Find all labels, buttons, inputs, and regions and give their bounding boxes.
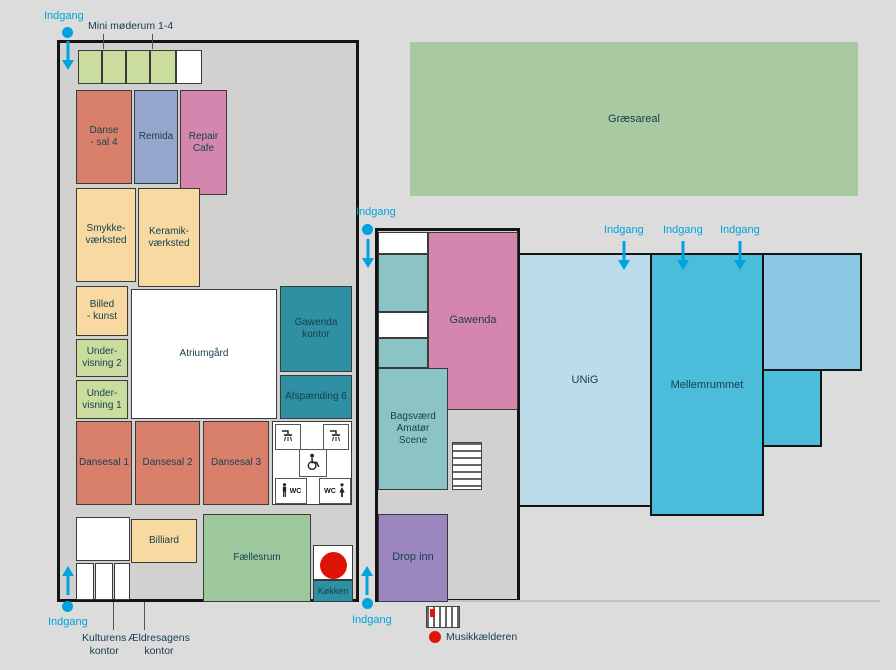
wc-cell-right: WC <box>319 478 351 504</box>
leader-line <box>152 34 153 49</box>
area-graesareal: Græsareal <box>410 42 858 196</box>
room-white-cell-mid <box>378 312 428 338</box>
room-mini-moderum-3 <box>126 50 150 84</box>
person-icon <box>430 609 435 617</box>
leader-line <box>144 602 145 630</box>
room-teal-cell-b <box>378 338 428 368</box>
entrance-arrow-down-icon <box>61 40 75 70</box>
area-graesareal-label: Græsareal <box>608 113 660 125</box>
room-vestibule <box>378 232 428 254</box>
annotation-mini-moderum: Mini møderum 1-4 <box>88 20 174 32</box>
room-unig: UNiG <box>518 253 652 507</box>
entrance-label-east-3: Indgang <box>720 224 760 236</box>
entrance-label-middle: Indgang <box>356 206 396 218</box>
room-teal-cell-a <box>378 254 428 312</box>
entrance-arrow-down-icon <box>733 240 747 270</box>
entrance-label-east-1: Indgang <box>604 224 644 236</box>
room-mini-moderum-1 <box>78 50 102 84</box>
facilities-block: WC WC <box>272 421 352 505</box>
entrance-dot <box>362 224 373 235</box>
room-mellemrummet: Mellemrummet <box>650 253 764 516</box>
entrance-label-top-left: Indgang <box>44 10 84 22</box>
room-drop-inn: Drop inn <box>378 514 448 602</box>
room-dansesal-2: Dansesal 2 <box>135 421 200 505</box>
entrance-dot <box>62 27 73 38</box>
room-koekken: Køkken <box>313 580 353 602</box>
entrance-dot <box>362 598 373 609</box>
shower-icon <box>280 428 296 446</box>
man-icon <box>281 482 288 500</box>
entrance-label-east-2: Indgang <box>663 224 703 236</box>
entrance-arrow-up-icon <box>61 566 75 596</box>
stairs-icon <box>452 442 482 490</box>
room-unig-label: UNiG <box>571 374 599 386</box>
room-smykkevaerksted: Smykke- værksted <box>76 188 136 282</box>
room-billiard: Billiard <box>131 519 197 563</box>
room-mini-moderum-4 <box>150 50 176 84</box>
room-remida: Remida <box>134 90 178 184</box>
you-are-here-marker <box>320 552 347 579</box>
room-mellemrummet-label: Mellemrummet <box>670 378 744 391</box>
wheelchair-cell <box>299 449 327 477</box>
musikkaelderen-marker <box>429 631 441 643</box>
entrance-arrow-down-icon <box>361 238 375 268</box>
room-small-cell-3 <box>114 563 130 600</box>
room-small-white-top <box>176 50 202 84</box>
room-keramikvaerksted: Keramik- værksted <box>138 188 200 287</box>
entrance-arrow-up-icon <box>360 566 374 596</box>
wheelchair-icon <box>304 453 322 473</box>
annotation-musikkaelderen: Musikkælderen <box>446 631 518 643</box>
room-gawenda-kontor: Gawenda kontor <box>280 286 352 372</box>
room-undervisning-2: Under- visning 2 <box>76 339 128 377</box>
woman-icon <box>338 482 346 500</box>
entrance-arrow-down-icon <box>617 240 631 270</box>
entrance-label-bottom-middle: Indgang <box>352 614 392 626</box>
wc-label: WC <box>289 487 302 495</box>
room-undervisning-1: Under- visning 1 <box>76 380 128 419</box>
room-billedkunst: Billed - kunst <box>76 286 128 336</box>
wc-cell-left: WC <box>275 478 307 504</box>
entrance-dot <box>62 601 73 612</box>
room-faellesrum: Fællesrum <box>203 514 311 602</box>
room-small-cell-1 <box>76 563 94 600</box>
annotation-kulturens-kontor: Kulturens kontor <box>82 632 127 658</box>
room-repair-cafe: Repair Cafe <box>180 90 227 195</box>
room-dansesal-4: Danse - sal 4 <box>76 90 132 184</box>
room-east-annex-lower <box>762 369 822 447</box>
annotation-aeldresagens-kontor: Ældresagens kontor <box>128 632 190 658</box>
room-bagsvaerd-amatoer-scene: Bagsværd Amatør Scene <box>378 368 448 490</box>
leader-line <box>103 34 104 49</box>
room-atriumgaard: Atriumgård <box>131 289 277 419</box>
room-dansesal-1: Dansesal 1 <box>76 421 132 505</box>
shower-icon <box>328 428 344 446</box>
path-line <box>445 600 880 602</box>
shower-cell-right <box>323 424 349 450</box>
room-mini-moderum-2 <box>102 50 126 84</box>
room-east-annex <box>762 253 862 371</box>
wc-label: WC <box>324 487 336 495</box>
entrance-label-bottom-left: Indgang <box>48 616 88 628</box>
room-dansesal-3: Dansesal 3 <box>203 421 269 505</box>
room-small-bottom-left <box>76 517 130 561</box>
shower-cell-left <box>275 424 301 450</box>
leader-line <box>113 602 114 630</box>
entrance-arrow-down-icon <box>676 240 690 270</box>
room-small-cell-2 <box>95 563 113 600</box>
room-afspaending-6: Afspænding 6 <box>280 375 352 419</box>
